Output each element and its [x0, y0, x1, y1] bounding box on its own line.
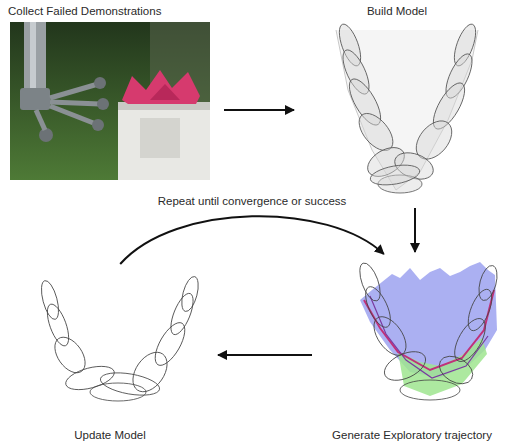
pink-object — [122, 70, 200, 104]
gripper-finger — [50, 106, 96, 124]
panel-title: Collect Failed Demonstrations — [8, 4, 218, 18]
build-model-figure — [335, 22, 480, 193]
robot-photo — [10, 22, 210, 180]
gaussian — [448, 314, 491, 367]
success-region — [398, 338, 487, 396]
robot-wrist — [20, 88, 50, 110]
gaussian — [49, 332, 92, 379]
finger-ball — [97, 98, 109, 110]
gaussian — [400, 380, 460, 400]
gaussian — [476, 264, 501, 303]
panel-title: Update Model — [8, 428, 212, 442]
gripper-finger — [50, 102, 100, 104]
gaussian — [126, 346, 174, 398]
panel-title: Build Model — [300, 4, 494, 18]
panel: Generate Exploratory trajectory — [318, 258, 506, 442]
panel-title: Generate Exploratory trajectory — [318, 428, 506, 442]
gaussian — [463, 286, 496, 334]
pink-shade — [150, 84, 180, 100]
table — [118, 102, 210, 180]
edge-label: Repeat until convergence or success — [155, 194, 350, 208]
gripper-finger — [36, 110, 45, 130]
gaussian — [43, 302, 73, 349]
flow-arrow — [224, 109, 294, 111]
table-panel — [140, 118, 180, 158]
gaussian — [361, 283, 396, 330]
gaussian — [63, 362, 116, 394]
gaussian — [90, 383, 146, 401]
gaussian — [356, 260, 385, 303]
gaussian — [369, 162, 421, 188]
panel: Collect Failed Demonstrations — [8, 4, 218, 184]
gaussian — [179, 275, 202, 313]
finger-ball — [92, 119, 104, 131]
flow-arrow — [414, 208, 416, 252]
gaussian — [99, 369, 162, 399]
finger-ball — [39, 128, 53, 142]
gripper-finger — [50, 84, 98, 98]
gaussian — [368, 311, 413, 361]
gaussian — [38, 279, 62, 321]
exploration-figure — [356, 260, 501, 400]
panel: Update Model — [8, 268, 212, 442]
panel: Build Model — [300, 4, 494, 202]
flow-arrow — [218, 354, 312, 356]
update-model-figure — [38, 275, 201, 401]
arm-highlight — [30, 22, 36, 92]
trajectory-line — [364, 290, 494, 370]
loop-arrow — [120, 216, 384, 264]
robot-arm — [24, 22, 46, 92]
finger-ball — [94, 77, 106, 89]
photo-background — [10, 22, 210, 180]
trajectory-line — [370, 296, 488, 378]
